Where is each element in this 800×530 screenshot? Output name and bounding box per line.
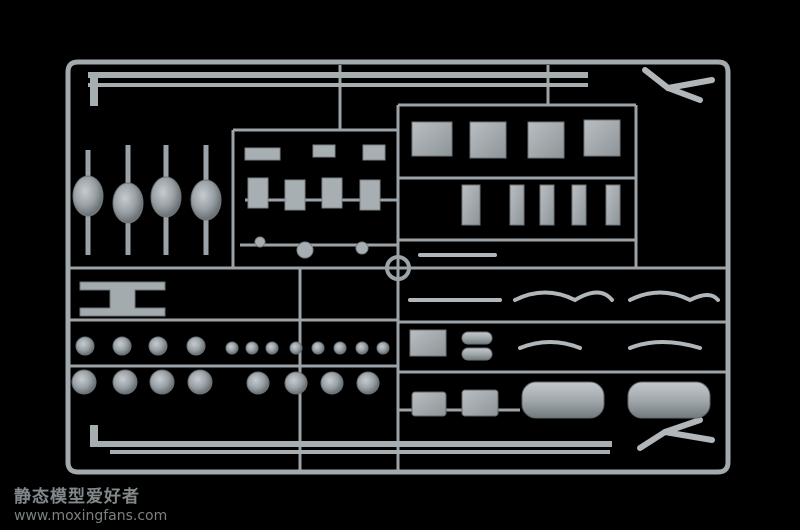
i-beam-part: [79, 281, 166, 317]
box-parts: [409, 119, 621, 357]
axle-housings: [72, 145, 222, 255]
wishbones: [637, 67, 715, 451]
sprue-frame: [65, 59, 731, 475]
sprue-gate-ring: [385, 255, 411, 281]
watermark-title: 静态模型爱好者: [14, 487, 140, 507]
watermark: 静态模型爱好者 www.moxingfans.com: [14, 482, 167, 524]
small-parts: [244, 144, 386, 259]
fuel-tanks: [521, 381, 711, 419]
cylinders: [461, 331, 493, 361]
suspension-parts: [408, 253, 720, 350]
wheel-hubs: [71, 336, 390, 395]
battery-boxes: [411, 389, 499, 417]
chassis-rails: [88, 72, 612, 454]
sprue-runners: [70, 65, 726, 470]
watermark-url: www.moxingfans.com: [14, 508, 168, 524]
